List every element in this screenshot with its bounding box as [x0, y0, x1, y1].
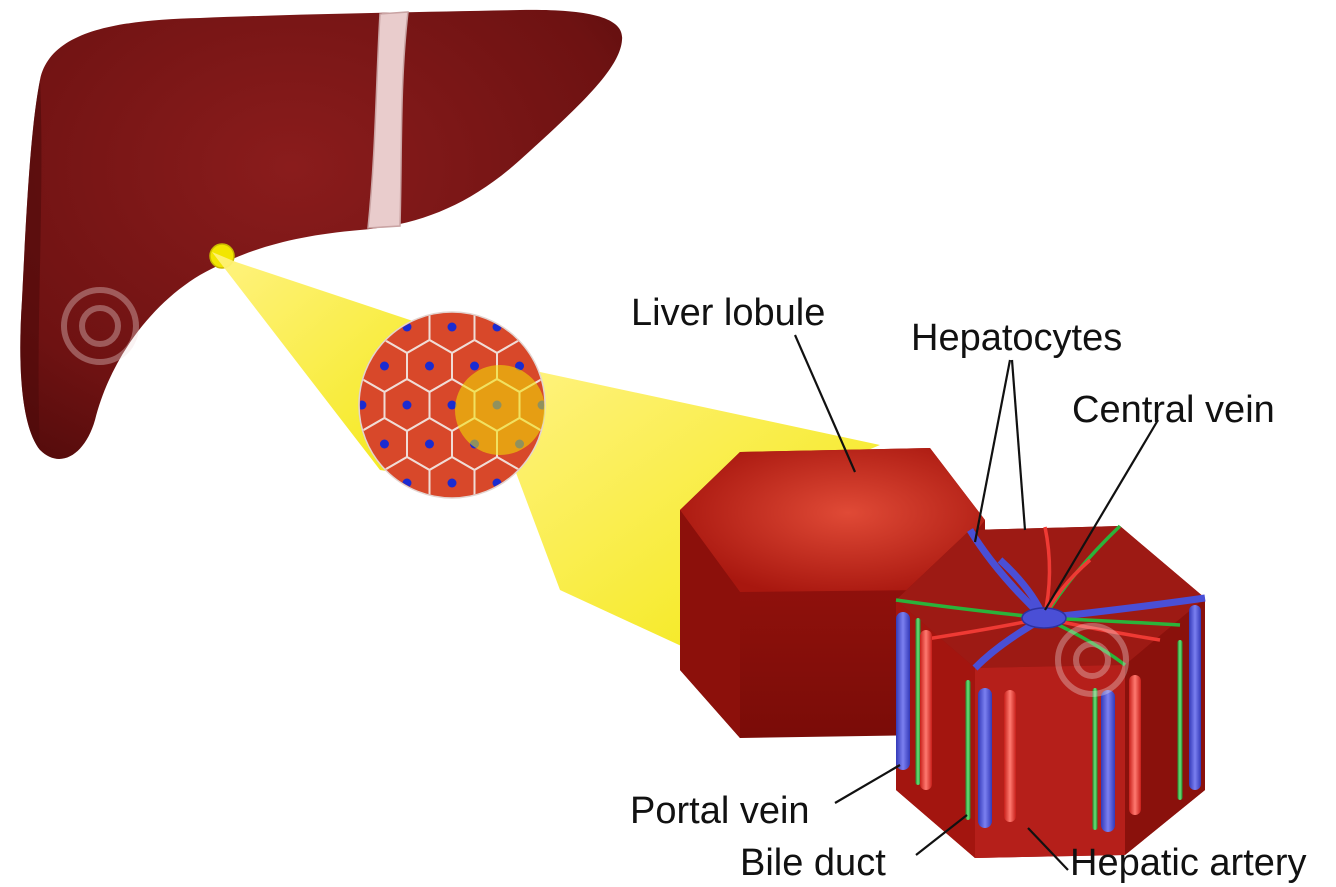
bile-duct-vessel: [916, 618, 921, 785]
hepatocyte-nucleus: [335, 440, 344, 449]
hepatic-artery-vessel: [1004, 690, 1016, 822]
hepatocyte-cell: [362, 496, 407, 548]
hepatocyte-nucleus: [402, 401, 411, 410]
hepatocyte-cell: [407, 496, 452, 548]
label-central-vein: Central vein: [1072, 389, 1275, 431]
hepatocyte-cell: [497, 262, 542, 314]
hepatocyte-cell: [542, 262, 587, 314]
hepatocyte-cell: [294, 457, 339, 509]
hepatocyte-nucleus: [425, 362, 434, 371]
hepatocyte-nucleus: [448, 323, 457, 332]
hepatocyte-nucleus: [335, 284, 344, 293]
hepatocyte-nucleus: [335, 518, 344, 527]
hepatocyte-cell: [452, 496, 497, 548]
hepatocyte-nucleus: [605, 284, 614, 293]
hepatocyte-nucleus: [470, 362, 479, 371]
hepatocyte-nucleus: [380, 518, 389, 527]
central-vein: [1022, 608, 1066, 628]
hepatocyte-nucleus: [425, 440, 434, 449]
portal-vein-vessel: [978, 688, 992, 828]
label-portal-vein: Portal vein: [630, 790, 810, 832]
hepatocyte-nucleus: [538, 323, 547, 332]
hepatocyte-nucleus: [425, 284, 434, 293]
hepatocyte-cell: [362, 262, 407, 314]
hepatocyte-cell: [452, 262, 497, 314]
hepatocyte-nucleus: [560, 362, 569, 371]
hepatocyte-cell: [317, 496, 362, 548]
hepatocyte-nucleus: [470, 518, 479, 527]
portal-vein-vessel: [1189, 605, 1201, 790]
hepatocyte-cell: [407, 262, 452, 314]
label-liver-lobule: Liver lobule: [631, 292, 825, 334]
hepatocyte-nucleus: [470, 284, 479, 293]
label-bile-duct: Bile duct: [740, 842, 886, 884]
hepatocyte-nucleus: [380, 440, 389, 449]
label-hepatocytes: Hepatocytes: [911, 317, 1122, 359]
hepatocyte-nucleus: [583, 323, 592, 332]
lobule-cross-section: [896, 526, 1205, 858]
hepatocyte-nucleus: [605, 362, 614, 371]
hepatic-artery-vessel: [920, 630, 932, 790]
hepatocyte-nucleus: [560, 284, 569, 293]
hepatocyte-nucleus: [312, 479, 321, 488]
hepatic-artery-vessel: [1129, 675, 1141, 815]
hepatocyte-cell: [565, 301, 610, 353]
hepatocyte-nucleus: [380, 362, 389, 371]
hepatocyte-nucleus: [357, 479, 366, 488]
hepatocyte-nucleus: [515, 518, 524, 527]
bile-duct-vessel: [966, 680, 971, 820]
hepatocyte-cell: [587, 262, 632, 314]
label-hepatic-artery: Hepatic artery: [1070, 842, 1307, 884]
portal-vein-vessel: [896, 612, 910, 770]
hepatocyte-nucleus: [515, 284, 524, 293]
bile-duct-vessel: [1178, 640, 1183, 800]
hepatocyte-nucleus: [448, 479, 457, 488]
hepatocyte-cell: [520, 301, 565, 353]
hepatocyte-nucleus: [425, 518, 434, 527]
portal-vein-vessel: [1101, 690, 1115, 832]
hepatocyte-nucleus: [380, 284, 389, 293]
hepatocyte-nucleus: [312, 401, 321, 410]
bile-duct-vessel: [1093, 688, 1098, 830]
